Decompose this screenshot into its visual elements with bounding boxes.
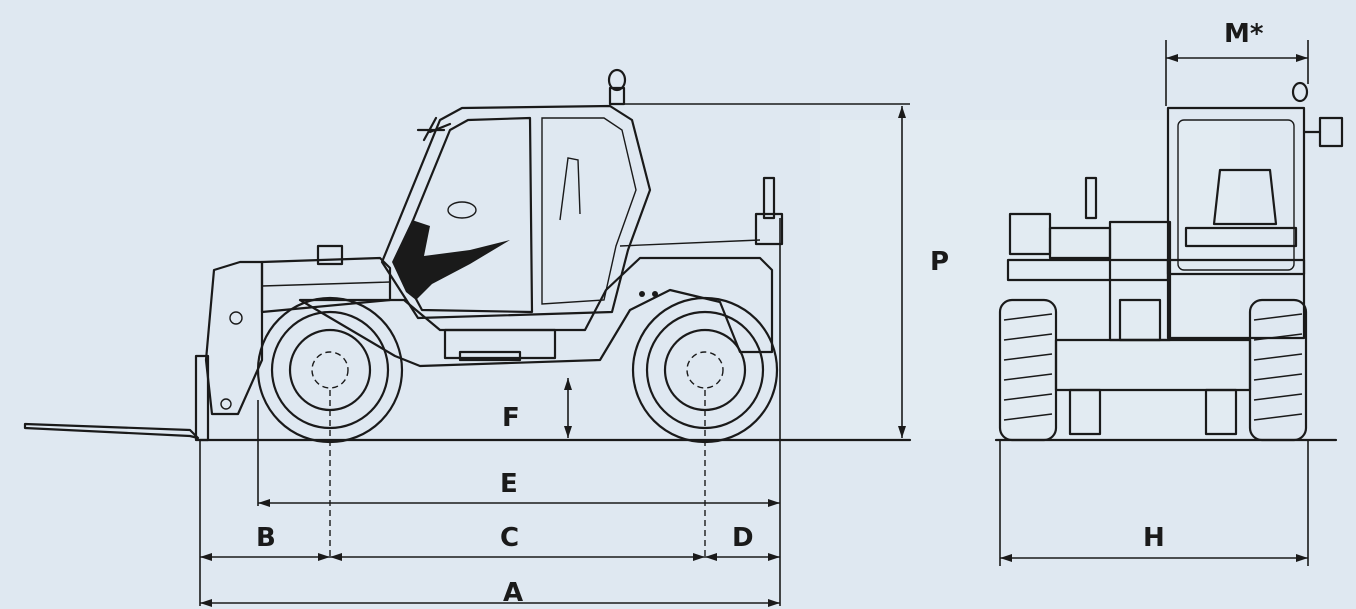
rivet-1	[639, 291, 645, 297]
fork-carriage	[194, 354, 210, 442]
h-arrow-left	[1000, 554, 1012, 562]
front-seat	[1212, 168, 1278, 226]
label-h: H	[1143, 523, 1165, 553]
b-arrow-right	[318, 553, 330, 561]
fork-tine	[23, 422, 200, 440]
p-arrow-top	[898, 106, 906, 118]
step	[458, 350, 522, 362]
f-arrow-top	[564, 378, 572, 390]
b-arrow-left	[200, 553, 212, 561]
exhaust-pipe	[762, 176, 776, 220]
beacon-base	[608, 86, 626, 106]
a-arrow-left	[200, 599, 212, 607]
e-arrow-left	[258, 499, 270, 507]
m-arrow-left	[1166, 54, 1178, 62]
side-dimension-lines	[199, 103, 910, 607]
cab-floor	[1166, 258, 1306, 276]
boom-bracket	[316, 244, 344, 266]
front-dash	[1184, 226, 1298, 248]
cab-shading	[392, 220, 510, 300]
label-d: D	[732, 523, 754, 553]
axle-leg-left	[1068, 388, 1102, 436]
c-arrow-left	[330, 553, 342, 561]
mirror	[416, 116, 446, 142]
d-arrow-left	[705, 553, 717, 561]
cab-door	[394, 116, 534, 314]
label-p: P	[930, 247, 949, 277]
label-e: E	[500, 469, 518, 499]
cab-window-rear	[541, 117, 637, 305]
telescopic-boom	[260, 256, 392, 314]
steering-wheel	[447, 201, 477, 219]
step-box	[443, 328, 557, 360]
front-dimension-lines	[999, 40, 1309, 566]
m-arrow-right	[1296, 54, 1308, 62]
front-beacon-icon	[1291, 81, 1309, 103]
boom-line	[261, 281, 391, 287]
e-arrow-right	[768, 499, 780, 507]
boom-lower	[1118, 298, 1162, 342]
exhaust-box	[754, 212, 784, 246]
seat-back	[559, 157, 581, 221]
front-cab	[1166, 106, 1306, 340]
front-exhaust	[1084, 176, 1098, 220]
boom-pin	[229, 311, 243, 325]
d-arrow-right	[768, 553, 780, 561]
axle-leg-right	[1204, 388, 1238, 436]
beacon-light-icon	[607, 68, 627, 92]
f-arrow-bottom	[564, 426, 572, 438]
p-arrow-bottom	[898, 426, 906, 438]
label-b: B	[256, 523, 276, 553]
h-arrow-right	[1296, 554, 1308, 562]
label-m: M*	[1224, 19, 1264, 49]
telehandler-front-view-icon	[994, 81, 1344, 442]
rear-ledge	[619, 239, 761, 247]
boom-pin-lower	[220, 398, 232, 410]
front-cab-window	[1177, 119, 1295, 271]
cab-frame	[380, 104, 652, 320]
label-f: F	[502, 403, 520, 433]
c-arrow-right	[693, 553, 705, 561]
rivet-2	[652, 291, 658, 297]
label-c: C	[500, 523, 519, 553]
label-a: A	[503, 578, 523, 608]
a-arrow-right	[768, 599, 780, 607]
